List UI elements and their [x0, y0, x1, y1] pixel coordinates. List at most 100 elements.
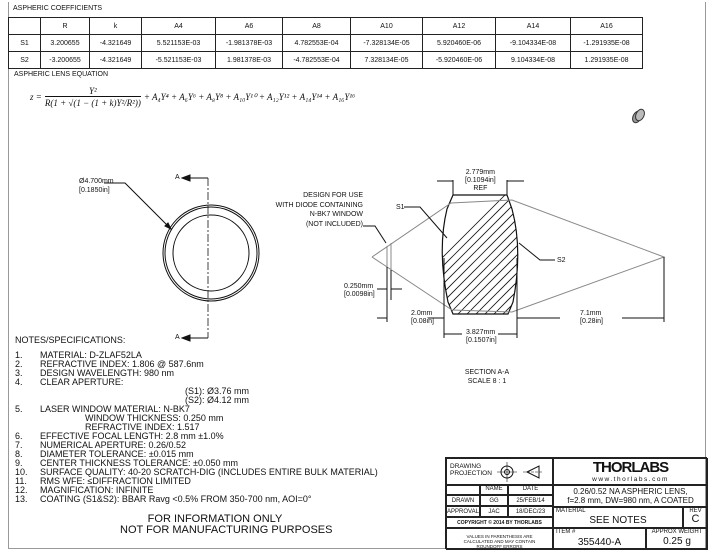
s1-label: S1	[396, 204, 405, 211]
hatch-line	[469, 195, 518, 314]
top-dim-mm: 2.779mm	[465, 169, 495, 176]
note-item: REFRACTIVE INDEX: 1.517	[15, 423, 378, 432]
material-label: MATERIAL	[556, 508, 586, 514]
weight-label: APPROX WEIGHT	[651, 529, 703, 535]
hatch-line	[551, 190, 681, 320]
hatch-line	[442, 195, 518, 314]
note-number	[15, 414, 40, 423]
drawn-date: 25/FEB/14	[508, 495, 553, 506]
note-text: MAGNIFICATION: INFINITE	[40, 485, 154, 495]
note-item: 6.EFFECTIVE FOCAL LENGTH: 2.8 mm ±1.0%	[15, 432, 378, 441]
hatch-line	[442, 195, 518, 314]
date-header: DATE	[508, 485, 553, 495]
note-item: (S2): Ø4.12 mm	[15, 396, 378, 405]
table-cell: 1.981378E-03	[215, 51, 283, 69]
note-item: 5.LASER WINDOW MATERIAL: N-BK7	[15, 405, 378, 414]
hatch-line	[487, 195, 518, 314]
lens-3d-thumbnail	[632, 108, 645, 124]
section-label-bottom: A	[175, 334, 180, 341]
note-item: 1.MATERIAL: D-ZLAF52LA	[15, 351, 378, 360]
projection-cell: DRAWING PROJECTION	[446, 458, 553, 485]
rev-cell: REV C	[683, 507, 708, 528]
note-item: 9.CENTER THICKNESS TOLERANCE: ±0.050 mm	[15, 459, 378, 468]
note-item: 11. RMS WFE: ≤DIFFRACTION LIMITED	[15, 477, 378, 486]
note-number: 13.	[15, 494, 28, 504]
front-view	[104, 174, 260, 342]
hatch-line	[542, 190, 672, 320]
center-thickness-dim: 3.827mm[0.1507in]	[466, 329, 497, 345]
window-thk-mm: 0.250mm	[344, 283, 374, 290]
note-item: 13. COATING (S1&S2): BBAR Ravg <0.5% FROM…	[15, 495, 378, 504]
website: www.thorlabs.com	[592, 476, 669, 483]
note-text: DIAMETER TOLERANCE: ±0.015 mm	[40, 449, 194, 459]
top-dim-in: [0.1094in]	[465, 177, 496, 184]
rev-value: C	[691, 513, 700, 525]
diameter-mm-label: Ø4.700mm	[79, 178, 114, 185]
weight-value: 0.25 g	[663, 536, 691, 547]
projection-label: DRAWING PROJECTION	[450, 463, 492, 477]
note-text: DESIGN WAVELENGTH: 980 nm	[40, 368, 175, 378]
note-item: 3.DESIGN WAVELENGTH: 980 nm	[15, 369, 378, 378]
note-number: 9.	[15, 458, 23, 468]
hatch-line	[478, 195, 518, 314]
window-thickness-dim: 0.250mm[0.0098in]	[344, 283, 375, 299]
section-title-text: SECTION A-A	[464, 369, 510, 376]
table-cell: 1.291935E-08	[570, 51, 643, 69]
note-number: 4.	[15, 377, 23, 387]
window-note-line: WITH DIODE CONTAINING	[275, 201, 363, 209]
note-item: WINDOW THICKNESS: 0.250 mm	[15, 414, 378, 423]
bfl-mm: 7.1mm	[580, 310, 602, 317]
back-focal-dim: 7.1mm[0.28in]	[580, 310, 603, 326]
description-line2: f=2.8 mm, DW=980 nm, A COATED	[567, 496, 694, 505]
working-distance-dim: 2.0mm[0.08in]	[411, 310, 434, 326]
note-text: (S2): Ø4.12 mm	[185, 395, 250, 405]
window-thk-in: [0.0098in]	[344, 291, 375, 298]
description: 0.26/0.52 NA ASPHERIC LENS, f=2.8 mm, DW…	[553, 485, 708, 507]
hatch-line	[442, 195, 511, 314]
note-item: 12. MAGNIFICATION: INFINITE	[15, 486, 378, 495]
drawn-label: DRAWN	[446, 495, 480, 506]
note-number: 12.	[15, 485, 28, 495]
top-dimension: 2.779mm [0.1094in] REF	[465, 169, 496, 193]
window-note-line: (NOT INCLUDED)	[305, 220, 363, 228]
note-text: RMS WFE: ≤DIFFRACTION LIMITED	[40, 476, 191, 486]
top-dim-ref: REF	[473, 185, 488, 192]
material-cell: MATERIAL SEE NOTES	[553, 507, 683, 528]
disclaimer: FOR INFORMATION ONLY NOT FOR MANUFACTURI…	[120, 514, 333, 536]
note-text: (S1): Ø3.76 mm	[185, 386, 250, 396]
wd-in: [0.08in]	[411, 318, 434, 325]
wd-mm: 2.0mm	[411, 310, 433, 317]
equation-title: ASPHERIC LENS EQUATION	[14, 71, 109, 78]
disclaimer-line2: NOT FOR MANUFACTURING PURPOSES	[120, 524, 333, 536]
approval-name: JAC	[480, 506, 508, 517]
material-value: SEE NOTES	[589, 515, 647, 526]
item-value: 355440-A	[577, 537, 622, 548]
note-text: COATING (S1&S2): BBAR Ravg <0.5% FROM 35…	[40, 494, 312, 504]
description-line1: 0.26/0.52 NA ASPHERIC LENS,	[573, 487, 688, 496]
approval-label: APPROVAL	[446, 506, 480, 517]
section-label-top: A	[175, 174, 180, 181]
note-text: CLEAR APERTURE:	[40, 377, 124, 387]
equation-denominator: R(1 + √(1 − (1 + k)Y²/R²))	[44, 96, 141, 108]
values-note: VALUES IN PARENTHESIS ARE CALCULATED AND…	[446, 528, 553, 550]
note-number: 11.	[15, 476, 27, 486]
item-cell: ITEM # 355440-A	[553, 528, 646, 550]
item-label: ITEM #	[556, 529, 576, 535]
note-text: SURFACE QUALITY: 40-20 SCRATCH-DIG (INCL…	[40, 467, 378, 477]
notes-title: NOTES/SPECIFICATIONS:	[15, 335, 126, 345]
table-cell: -3.200655	[40, 51, 90, 69]
rev-label: REV	[689, 508, 702, 514]
hatch-line	[505, 195, 518, 314]
hatch-line	[442, 195, 518, 314]
note-number: 7.	[15, 440, 23, 450]
diameter-in-label: [0.1850in]	[79, 187, 110, 194]
note-number: 8.	[15, 449, 23, 459]
note-number: 6.	[15, 431, 23, 441]
equation-lhs: z =	[30, 92, 42, 102]
thorlabs-logo: THORLABS	[592, 459, 669, 476]
